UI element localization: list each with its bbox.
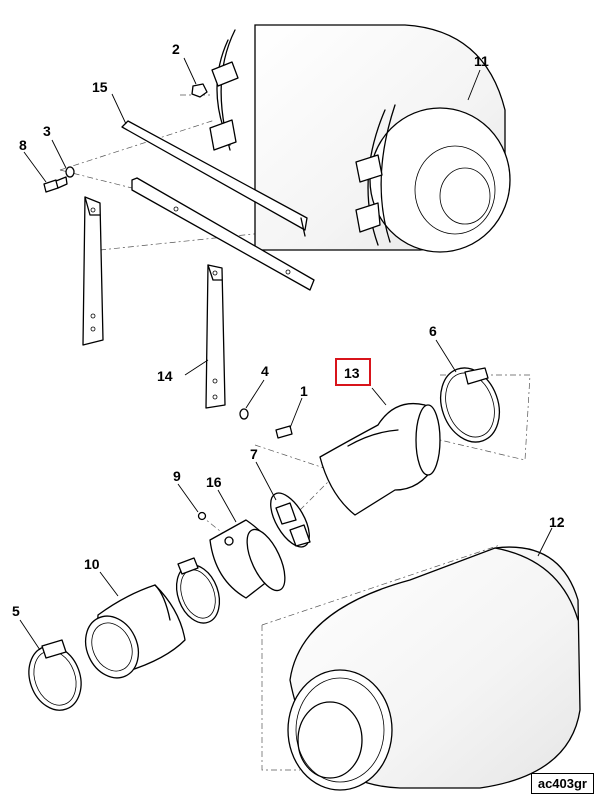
callout-15: 15 xyxy=(92,79,108,95)
callout-10: 10 xyxy=(84,556,100,572)
part-15-cross-bar xyxy=(131,177,315,291)
part-13-reducer-hose xyxy=(319,402,441,516)
part-1-bolt xyxy=(275,425,293,439)
callout-1: 1 xyxy=(300,383,308,399)
part-4-washer xyxy=(239,408,249,420)
callout-16: 16 xyxy=(206,474,222,490)
part-2-nut xyxy=(191,83,208,98)
callout-14: 14 xyxy=(157,368,173,384)
callout-7: 7 xyxy=(250,446,258,462)
part-9-plug xyxy=(197,511,207,521)
part-7-adapter-flange xyxy=(270,492,311,548)
leader-lines xyxy=(19,57,553,651)
part-6-clamp xyxy=(440,367,500,443)
hose-clamp-middle xyxy=(175,557,221,624)
part-5-clamp xyxy=(28,639,82,711)
part-3-washer xyxy=(65,166,75,178)
callout-3: 3 xyxy=(43,123,51,139)
callout-labels: 1 2 3 4 5 6 7 8 9 10 11 12 13 14 15 16 xyxy=(12,41,565,619)
part-11-upper-housing xyxy=(209,24,511,253)
callout-2: 2 xyxy=(172,41,180,57)
callout-9: 9 xyxy=(173,468,181,484)
callout-5: 5 xyxy=(12,603,20,619)
part-10-rubber-elbow xyxy=(84,584,186,679)
callout-12: 12 xyxy=(549,514,565,530)
callout-8: 8 xyxy=(19,137,27,153)
part-14-left-bracket xyxy=(82,196,104,346)
callout-6: 6 xyxy=(429,323,437,339)
part-12-filter-element xyxy=(287,546,581,791)
part-14-right-bracket xyxy=(205,264,226,409)
callout-4: 4 xyxy=(261,363,269,379)
drawing-code-label: ac403gr xyxy=(530,773,594,794)
part-16-intake-pipe xyxy=(209,519,286,599)
part-8-bolt xyxy=(43,176,68,193)
callout-11: 11 xyxy=(474,53,489,69)
callout-13: 13 xyxy=(344,365,360,381)
